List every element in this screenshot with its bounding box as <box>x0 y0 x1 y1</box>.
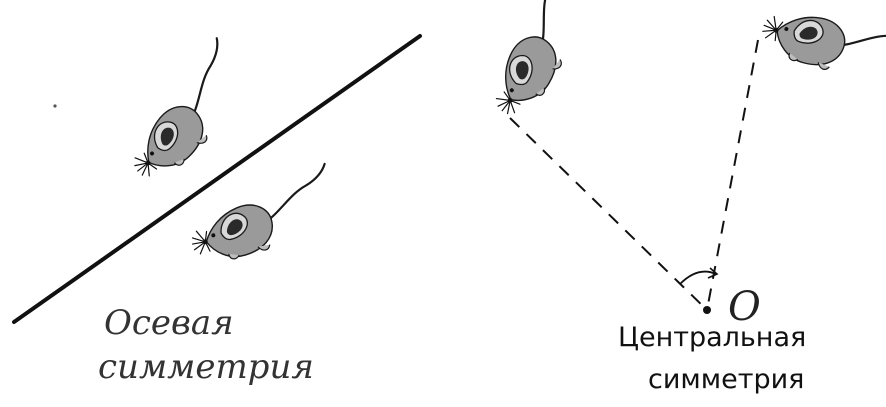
symmetry-center-point <box>703 306 711 314</box>
central-caption-line2: симметрия <box>648 364 804 395</box>
mouse-icon <box>103 38 264 188</box>
dashed-segment-left <box>510 118 707 310</box>
symmetry-axis <box>14 36 420 322</box>
speck-dot <box>53 104 56 107</box>
mouse-icon <box>458 0 608 124</box>
dashed-segment-right <box>707 40 758 310</box>
axial-caption-line1: Осевая <box>104 303 234 343</box>
mouse-icon <box>756 0 886 100</box>
central-caption-line1: Центральная <box>618 322 806 353</box>
rotation-angle-arc <box>680 272 716 284</box>
axial-caption-line2: симметрия <box>98 347 314 387</box>
mouse-icon <box>183 164 338 266</box>
